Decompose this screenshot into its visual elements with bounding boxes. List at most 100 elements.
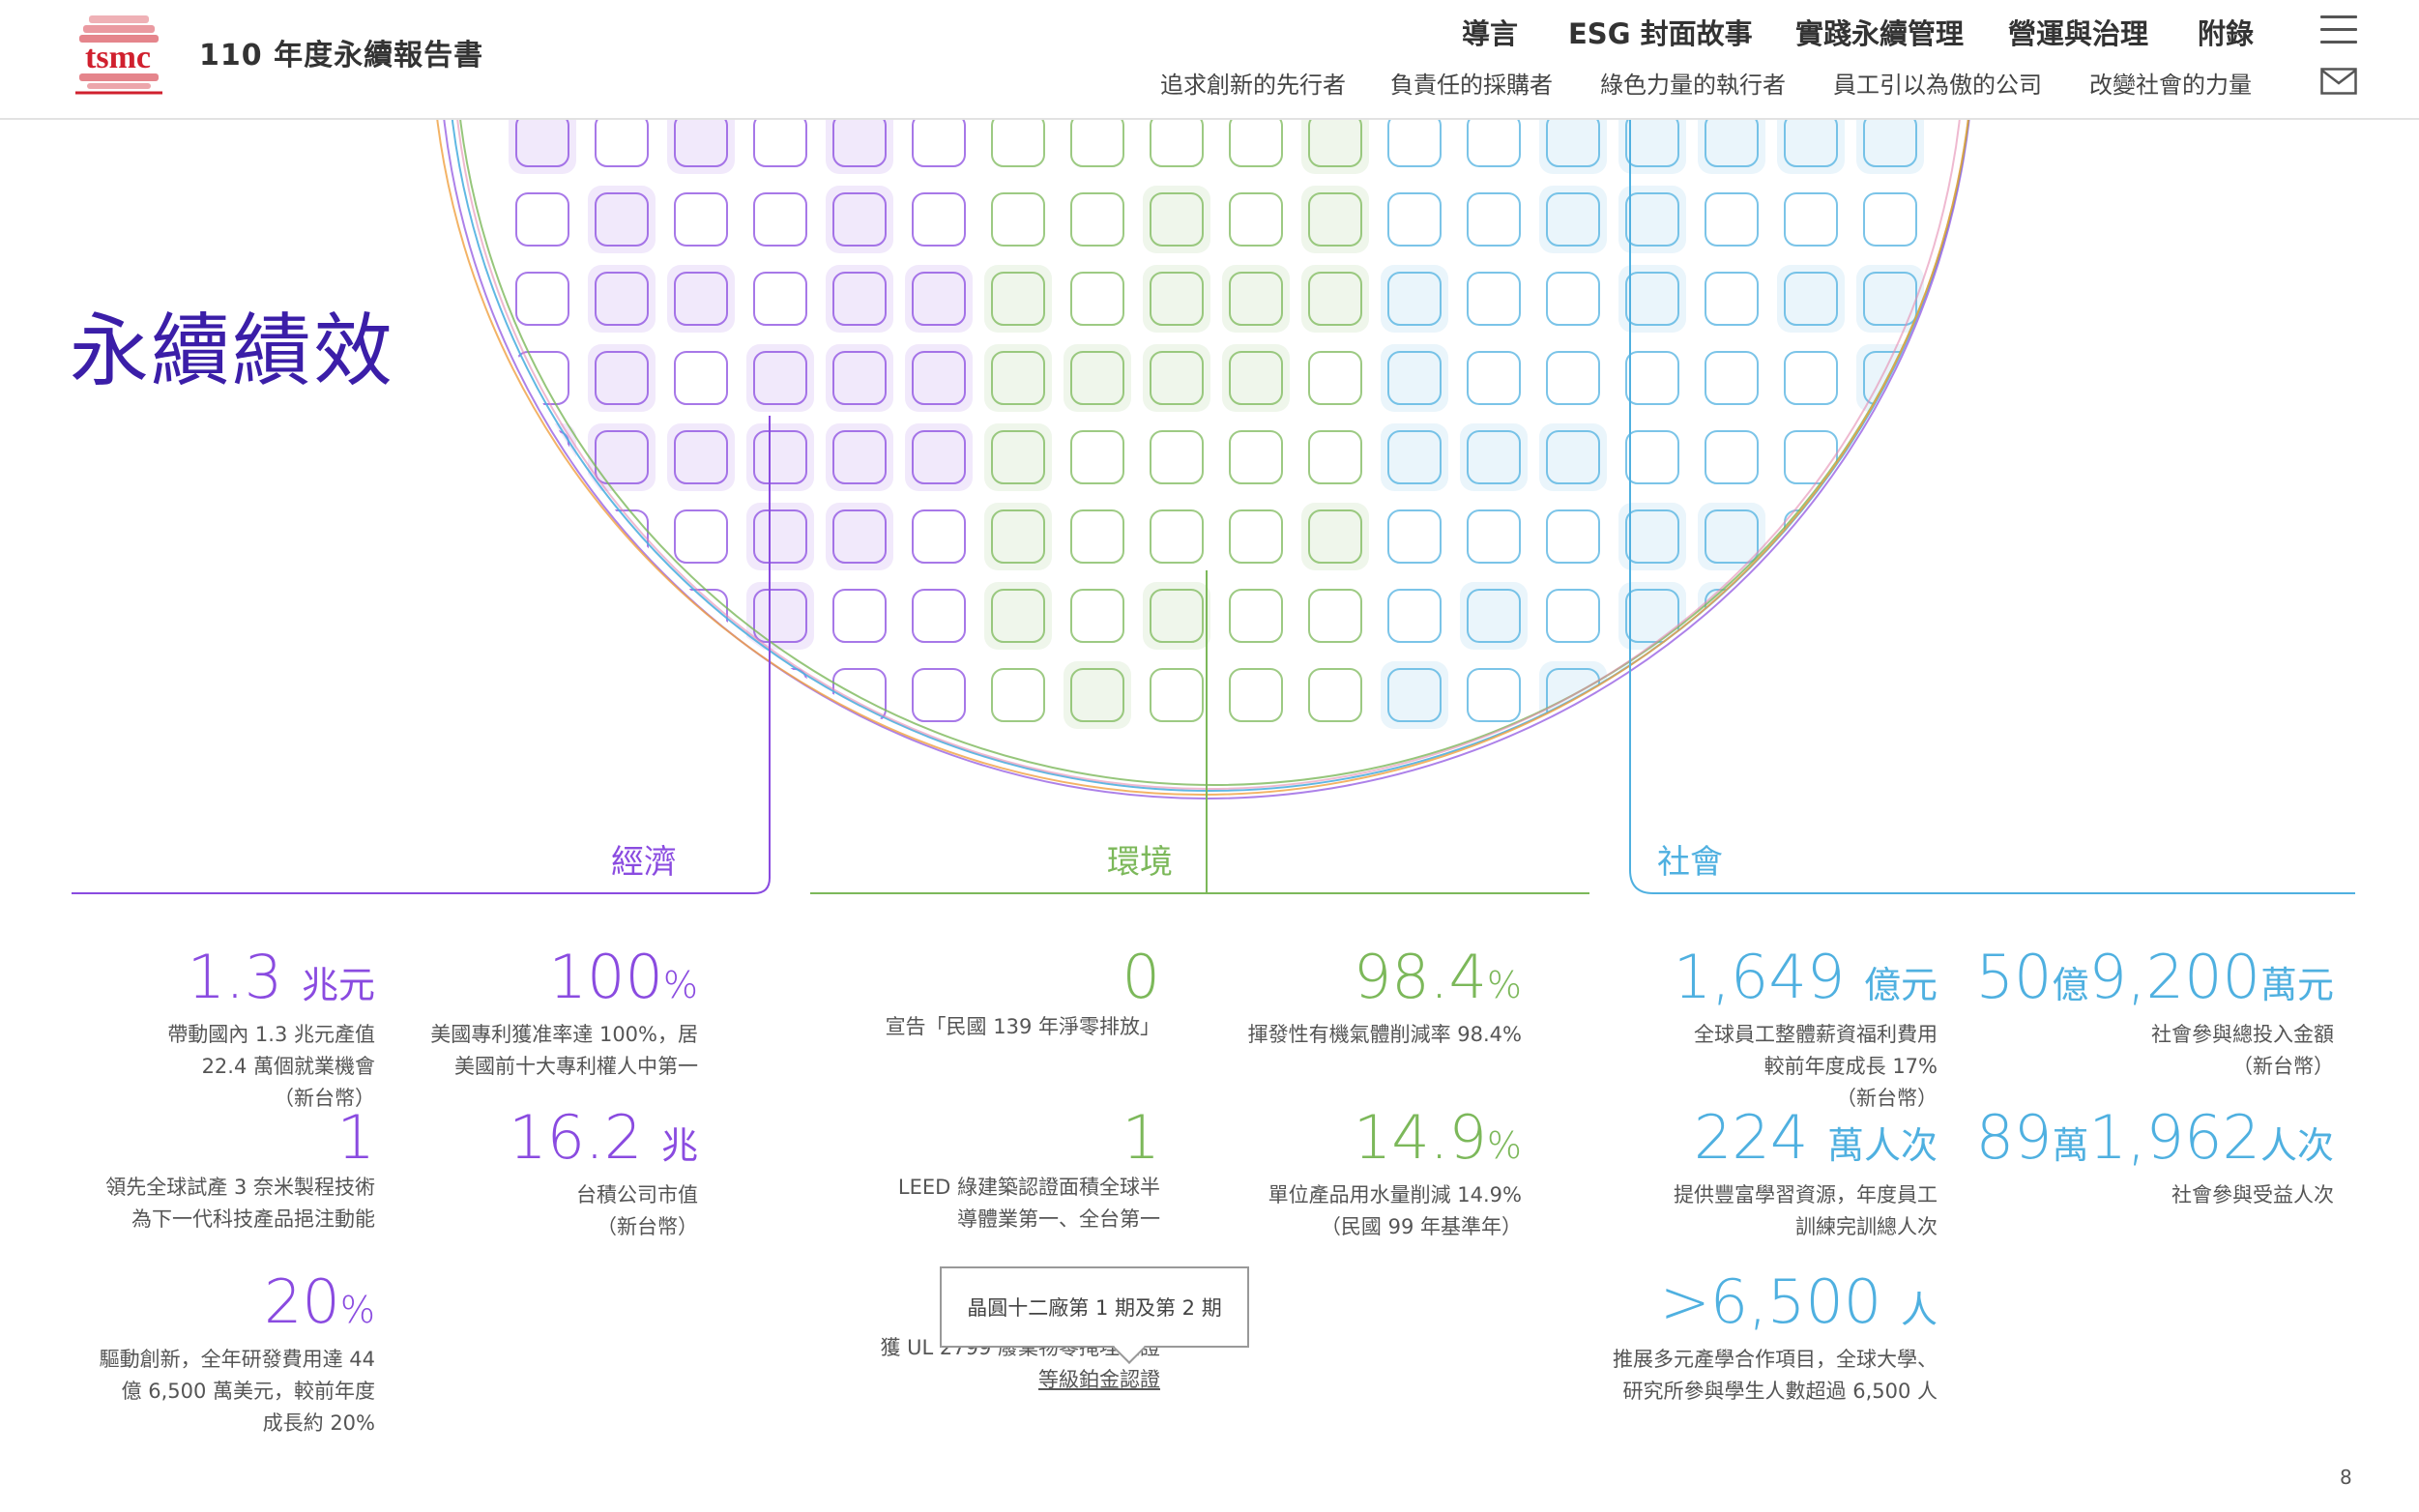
wafer-cell-outline xyxy=(1387,272,1442,326)
nav-innovation-pioneer[interactable]: 追求創新的先行者 xyxy=(1160,72,1346,99)
economy-metric-patent: 100% 美國專利獲准率達 100%，居 美國前十大專利權人中第一 xyxy=(406,944,698,1083)
wafer-cell-outline xyxy=(1387,430,1442,484)
wafer-cell-outline xyxy=(1229,192,1283,247)
wafer-cell-outline xyxy=(1467,192,1521,247)
wafer-cell-outline xyxy=(674,351,728,405)
wafer-cell-outline xyxy=(1705,668,1759,722)
wafer-cell-outline xyxy=(515,668,569,722)
wafer-cell-fill xyxy=(1856,106,1924,174)
wafer-cell-outline xyxy=(1150,589,1204,643)
page-title: 永續績效 xyxy=(70,305,395,397)
wafer-cell-outline xyxy=(832,589,887,643)
wafer-cell-outline xyxy=(912,589,966,643)
wafer-cell-outline xyxy=(1467,589,1521,643)
nav-esg-cover-story[interactable]: ESG 封面故事 xyxy=(1568,17,1753,50)
wafer-cell-fill xyxy=(746,423,814,491)
nav-operations-governance[interactable]: 營運與治理 xyxy=(2008,17,2149,50)
wafer-cell-outline xyxy=(674,589,728,643)
wafer-cell-outline xyxy=(1308,589,1362,643)
wafer-cell-outline xyxy=(991,430,1045,484)
hamburger-icon[interactable] xyxy=(2320,15,2357,44)
metric-desc[interactable]: 等級鉑金認證 xyxy=(1038,1368,1160,1391)
wafer-cell-fill xyxy=(1698,661,1765,729)
wafer-cell-outline xyxy=(1467,272,1521,326)
wafer-cell-fill xyxy=(1618,106,1686,174)
wafer-cell-outline xyxy=(595,192,649,247)
mail-icon[interactable] xyxy=(2320,68,2357,95)
wafer-cell-fill xyxy=(1618,186,1686,253)
metric-value: 100 xyxy=(548,942,663,1012)
wafer-cell-fill xyxy=(1381,661,1448,729)
wafer-cell-fill xyxy=(1143,186,1210,253)
nav-social-change[interactable]: 改變社會的力量 xyxy=(2089,72,2252,99)
metric-desc: （新台幣） xyxy=(1836,1087,1938,1110)
wafer-cell-outline xyxy=(1863,430,1917,484)
metric-desc: （民國 99 年基準年） xyxy=(1320,1215,1522,1238)
wafer-cell-outline xyxy=(595,509,649,564)
tsmc-logo[interactable]: tsmc xyxy=(68,14,168,97)
wafer-cell-outline xyxy=(674,430,728,484)
wafer-cell-outline xyxy=(991,509,1045,564)
wafer-cell-outline xyxy=(832,430,887,484)
wafer-cell-outline xyxy=(1387,192,1442,247)
wafer-cell-fill xyxy=(826,186,893,253)
metric-value: 9,200 xyxy=(2088,942,2260,1012)
wafer-cell-outline xyxy=(1784,351,1838,405)
wafer-cell-outline xyxy=(1863,192,1917,247)
metric-value: 1 xyxy=(1122,1102,1160,1173)
metric-desc: 推展多元產學合作項目，全球大學、 xyxy=(1613,1348,1938,1371)
wafer-cell-fill xyxy=(1301,265,1369,333)
wafer-cell-fill xyxy=(905,344,973,412)
nav-intro[interactable]: 導言 xyxy=(1462,17,1519,50)
wafer-cell-outline xyxy=(674,668,728,722)
society-metric-beneficiaries: 89萬1,962人次 社會參與受益人次 xyxy=(1972,1104,2334,1211)
wafer-cell-fill xyxy=(1143,344,1210,412)
wafer-cell-outline xyxy=(1863,589,1917,643)
metric-value: 89 xyxy=(1975,1102,2053,1173)
metric-unit: % xyxy=(1486,964,1522,1006)
nav-proud-employees[interactable]: 員工引以為傲的公司 xyxy=(1833,72,2042,99)
wafer-cell-outline xyxy=(1546,589,1600,643)
wafer-cell-outline xyxy=(1229,272,1283,326)
wafer-cell-fill xyxy=(1856,582,1924,650)
metric-value: 98.4 xyxy=(1353,942,1487,1012)
wafer-cell-fill xyxy=(667,265,735,333)
metric-desc: 美國專利獲准率達 100%，居 xyxy=(430,1023,698,1046)
wafer-cell-outline xyxy=(1070,272,1124,326)
wafer-cell-fill xyxy=(667,106,735,174)
report-title[interactable]: 110 年度永續報告書 xyxy=(199,39,484,73)
nav-responsible-purchaser[interactable]: 負責任的採購者 xyxy=(1390,72,1553,99)
wafer-cell-fill xyxy=(746,503,814,570)
wafer-cell-fill xyxy=(1222,344,1290,412)
wafer-cell-outline xyxy=(1467,113,1521,167)
wafer-cell-fill xyxy=(1381,423,1448,491)
wafer-cell-outline xyxy=(1863,509,1917,564)
wafer-cell-fill xyxy=(1143,265,1210,333)
metric-unit: % xyxy=(1486,1124,1522,1167)
wafer-cell-fill xyxy=(826,423,893,491)
wafer-cell-outline xyxy=(1070,589,1124,643)
wafer-cell-outline xyxy=(1467,351,1521,405)
wafer-cell-outline xyxy=(912,430,966,484)
metric-value: 1,962 xyxy=(2088,1102,2260,1173)
wafer-cell-fill xyxy=(1381,344,1448,412)
wafer-cell-fill xyxy=(984,265,1052,333)
wafer-cell-outline xyxy=(753,509,807,564)
metric-desc: 成長約 20% xyxy=(262,1411,375,1435)
wafer-cell-outline xyxy=(991,192,1045,247)
wafer-cell-fill xyxy=(1618,265,1686,333)
wafer-cell-outline xyxy=(1150,430,1204,484)
wafer-cell-outline xyxy=(1784,589,1838,643)
wafer-cell-outline xyxy=(1705,509,1759,564)
wafer-cell-outline xyxy=(1387,589,1442,643)
wafer-cell-outline xyxy=(1625,272,1679,326)
economy-metric-rnd: 20% 驅動創新，全年研發費用達 44 億 6,500 萬美元，較前年度 成長約… xyxy=(87,1268,375,1439)
wafer-cell-outline xyxy=(1387,668,1442,722)
nav-sustainability-management[interactable]: 實踐永續管理 xyxy=(1795,17,1965,50)
wafer-cell-outline xyxy=(991,272,1045,326)
environment-metric-leed: 1 LEED 綠建築認證面積全球半 導體業第一、全台第一 xyxy=(851,1104,1160,1236)
nav-green-power[interactable]: 綠色力量的執行者 xyxy=(1600,72,1786,99)
nav-appendix[interactable]: 附錄 xyxy=(2198,17,2255,50)
wafer-cell-outline xyxy=(1229,589,1283,643)
wafer-cell-fill xyxy=(1856,344,1924,412)
